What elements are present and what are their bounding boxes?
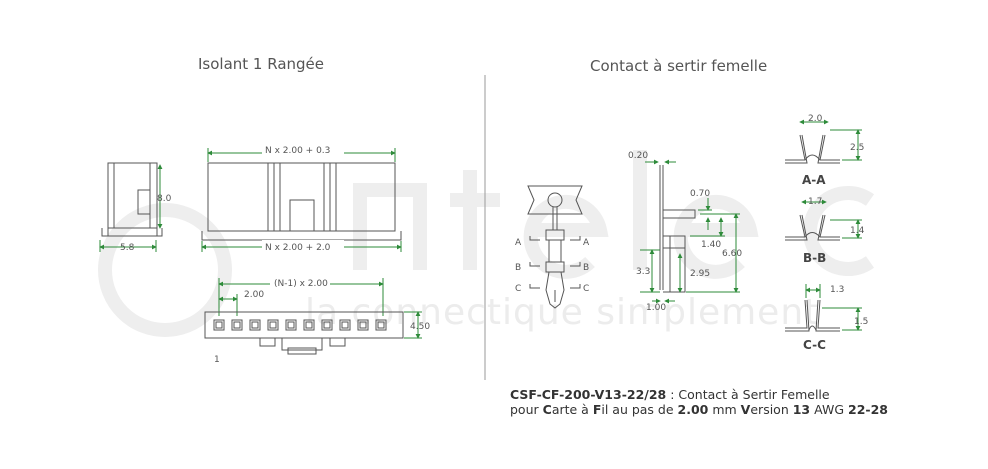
dim-cc-height: 1.5: [854, 317, 868, 327]
dim-070: 0.70: [690, 189, 710, 199]
dim-bb-width: 1.7: [808, 197, 822, 207]
section-aa-drawing: [785, 134, 840, 164]
right-title: Contact à sertir femelle: [590, 57, 768, 75]
dim-n-x-2-plus-20: N x 2.00 + 2.0: [265, 243, 331, 253]
dim-height-450: 4.50: [410, 322, 430, 332]
dim-n-x-2-plus-03: N x 2.00 + 0.3: [265, 146, 330, 156]
insulator-bottom-view: [204, 311, 404, 355]
caption-desc: : Contact à Sertir Femelle: [666, 387, 830, 402]
cap-b: C: [542, 402, 552, 417]
dim-660: 6.60: [722, 249, 742, 259]
cap-h: V: [740, 402, 751, 417]
section-a-right: A: [583, 238, 590, 248]
dim-aa-height: 2.5: [850, 143, 864, 153]
insulator-front-view: [201, 162, 402, 241]
pin-one-label: 1: [214, 355, 220, 365]
dim-width-58: 5.8: [120, 243, 135, 253]
caption-code: CSF-CF-200-V13-22/28: [510, 387, 667, 402]
section-bb-label: B-B: [803, 251, 826, 265]
dim-height-8: 8.0: [157, 194, 172, 204]
cap-a: pour: [510, 402, 543, 417]
dim-bb-height: 1.4: [850, 226, 865, 236]
section-markers: [529, 236, 581, 289]
left-title: Isolant 1 Rangée: [198, 55, 325, 73]
contact-front-view: [527, 185, 583, 309]
section-cc-drawing: [785, 299, 840, 332]
cap-k: AWG: [810, 402, 848, 417]
dim-295: 2.95: [690, 269, 710, 279]
dim-thickness-020: 0.20: [628, 151, 648, 161]
cap-f: 2.00: [677, 402, 709, 417]
caption-line-2: pour Carte à Fil au pas de 2.00 mm Versi…: [510, 402, 888, 417]
contact-slots: [213, 319, 387, 331]
cap-j: 13: [792, 402, 811, 417]
dim-100: 1.00: [646, 303, 666, 313]
dim-aa-width: 2.0: [808, 114, 823, 124]
cap-g: mm: [708, 402, 741, 417]
cap-l: 22-28: [848, 402, 888, 417]
cap-i: ersion: [750, 402, 793, 417]
dim-n-minus-1-pitch: (N-1) x 2.00: [274, 279, 328, 289]
dim-pitch-2: 2.00: [244, 290, 264, 300]
cap-c: arte à: [551, 402, 593, 417]
section-b-left: B: [515, 263, 521, 273]
section-c-left: C: [515, 284, 521, 294]
section-b-right: B: [583, 263, 589, 273]
dim-140: 1.40: [701, 240, 721, 250]
section-a-left: A: [515, 238, 522, 248]
insulator-side-view: [101, 162, 163, 237]
contact-side-view: [659, 165, 696, 293]
section-cc-label: C-C: [803, 338, 826, 352]
caption-line-1: CSF-CF-200-V13-22/28 : Contact à Sertir …: [510, 387, 830, 402]
dim-cc-width: 1.3: [830, 285, 844, 295]
cap-d: F: [592, 402, 602, 417]
section-aa-label: A-A: [802, 173, 826, 187]
section-bb-drawing: [785, 214, 840, 241]
section-c-right: C: [583, 284, 589, 294]
dim-33: 3.3: [636, 267, 650, 277]
cap-e: il au pas de: [601, 402, 678, 417]
